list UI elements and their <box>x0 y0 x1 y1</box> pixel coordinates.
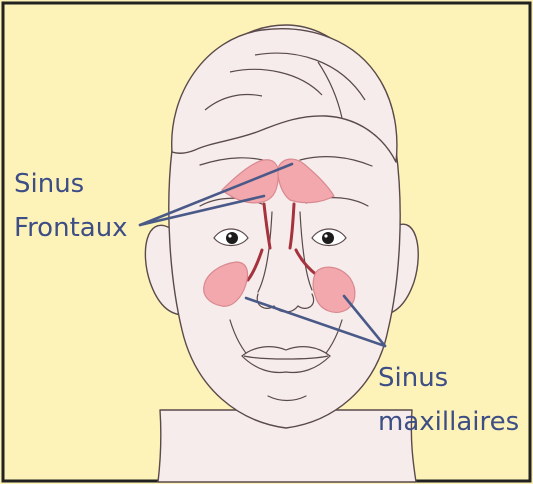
maxillary-sinus-label-line2: maxillaires <box>378 407 519 437</box>
maxillary-sinus-label-line1: Sinus <box>378 363 448 393</box>
frontal-sinus-label-line1: Sinus <box>14 169 84 199</box>
frontal-sinus-label-line2: Frontaux <box>14 213 128 243</box>
